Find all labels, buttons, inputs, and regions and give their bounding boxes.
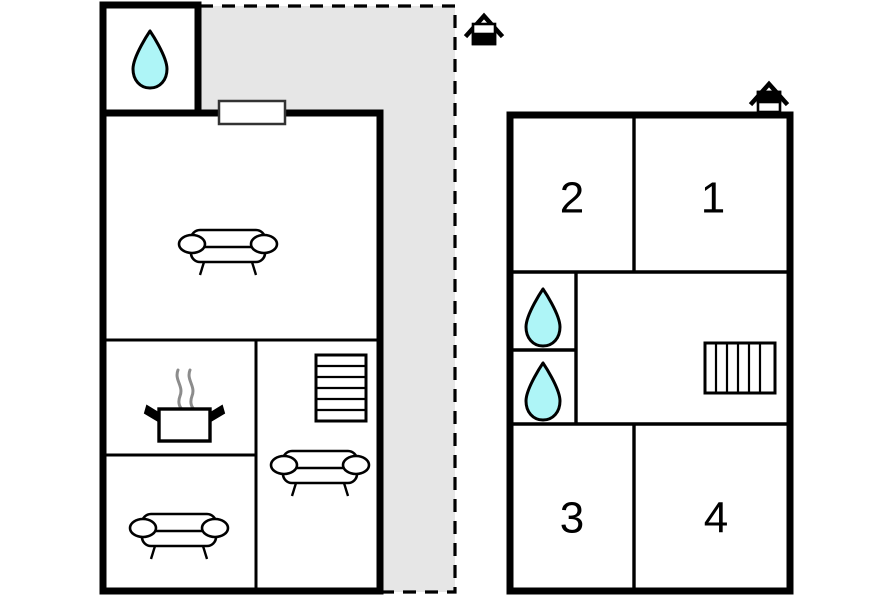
gf-lounge-room[interactable] [128,512,230,560]
uf-outer-walls [506,111,794,595]
upper-floor-plan: 2 1 [506,80,794,595]
cooking-pot-icon [143,368,226,443]
uf-room-2[interactable]: 2 [560,174,584,223]
gf-bathroom-room[interactable] [131,29,169,90]
terrace-fill [200,6,455,592]
uf-room-2-label: 2 [560,174,584,223]
door-leaf [217,99,287,126]
sofa-icon [128,512,230,560]
uf-room-1-label: 1 [701,174,725,223]
north-marker-upper-floor [748,80,790,114]
uf-room-4[interactable]: 4 [704,494,728,543]
gf-building-fill [103,5,380,591]
water-drop-icon [131,29,169,90]
gf-entrance-door[interactable] [217,99,287,126]
north-marker-ground-floor [463,12,505,46]
ground-floor-plan [99,1,505,595]
uf-interior-walls [511,117,789,589]
sofa-icon [269,449,371,497]
gf-terrace-room[interactable] [200,4,457,594]
uf-bathroom-upper[interactable] [524,287,562,348]
sofa-icon [177,228,279,276]
gf-interior-walls [104,338,379,590]
gf-kitchen-room[interactable] [143,368,226,443]
water-drop-icon [524,287,562,348]
uf-room-3-label: 3 [560,494,584,543]
uf-room-1[interactable]: 1 [701,174,725,223]
gf-outer-walls [99,1,384,595]
gf-stair-hall-room[interactable] [269,353,371,497]
water-drop-icon [524,361,562,422]
gf-living-room[interactable] [177,228,279,276]
uf-landing-room[interactable] [703,341,777,395]
uf-room-3[interactable]: 3 [560,494,584,543]
uf-bathroom-lower[interactable] [524,361,562,422]
staircase-horizontal-icon [314,353,368,423]
uf-room-4-label: 4 [704,494,728,543]
staircase-vertical-icon [703,341,777,395]
